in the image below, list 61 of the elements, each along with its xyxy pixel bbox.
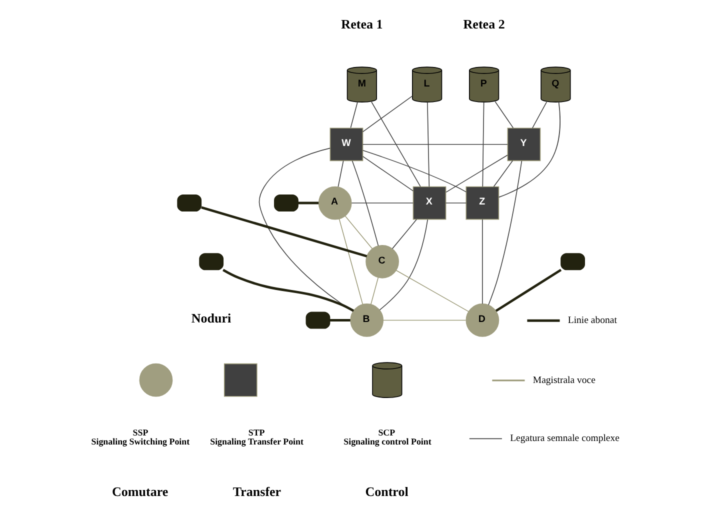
legend-label: Legatura semnale complexe <box>510 433 620 444</box>
node-box: W <box>330 128 364 162</box>
connector <box>350 102 358 128</box>
node-label: Signaling control Point <box>344 436 432 447</box>
node-label: Signaling Transfer Point <box>210 436 304 447</box>
connector <box>382 320 466 321</box>
label: Retea 2 <box>463 16 505 32</box>
node-circle: D <box>466 304 500 337</box>
node-telephone <box>177 194 202 212</box>
label: Control <box>365 484 408 499</box>
connector <box>362 96 413 132</box>
node-telephone <box>306 312 330 329</box>
connector <box>362 150 467 192</box>
connector <box>330 319 350 322</box>
connector <box>379 219 428 310</box>
connector <box>396 270 470 312</box>
connector <box>371 101 421 187</box>
label: Retea 1 <box>341 16 383 32</box>
connector <box>370 277 379 305</box>
connector <box>362 156 414 192</box>
node-telephone <box>274 194 298 212</box>
node-label: SCP <box>378 428 396 438</box>
node-box <box>224 363 258 397</box>
connector <box>495 268 562 312</box>
node-telephone <box>199 253 224 270</box>
node-label: SSP <box>132 428 148 438</box>
connector <box>498 102 560 198</box>
node-circle: A <box>318 186 352 220</box>
connector <box>201 206 368 258</box>
connector <box>446 154 508 193</box>
connector <box>532 102 548 128</box>
legend-label: Magistrala voce <box>532 375 596 386</box>
connector <box>494 101 514 128</box>
connector <box>362 144 508 145</box>
connector <box>445 202 467 204</box>
connector <box>352 160 379 246</box>
node-circle <box>139 363 173 397</box>
node-label: STP <box>248 428 265 438</box>
connector <box>222 268 354 312</box>
connector <box>482 219 483 304</box>
node-box: Y <box>507 128 541 162</box>
connector <box>338 160 344 188</box>
connector <box>482 102 484 188</box>
connector <box>351 202 414 204</box>
node-label: Signaling Switching Point <box>91 436 190 447</box>
connector <box>344 216 373 250</box>
connector <box>427 102 430 188</box>
label: Transfer <box>232 484 282 499</box>
node-box: Z <box>466 186 500 220</box>
node-circle: B <box>350 304 384 337</box>
connector <box>298 202 319 204</box>
label: Comutare <box>112 484 168 499</box>
node-telephone <box>560 253 585 270</box>
legend-label: Linie abonat <box>568 315 617 326</box>
connector <box>488 160 522 306</box>
connector <box>493 160 513 188</box>
connector <box>392 219 418 250</box>
connector <box>338 218 364 305</box>
label: Noduri <box>191 310 232 326</box>
node-circle: C <box>366 244 399 278</box>
node-box: X <box>412 186 446 220</box>
